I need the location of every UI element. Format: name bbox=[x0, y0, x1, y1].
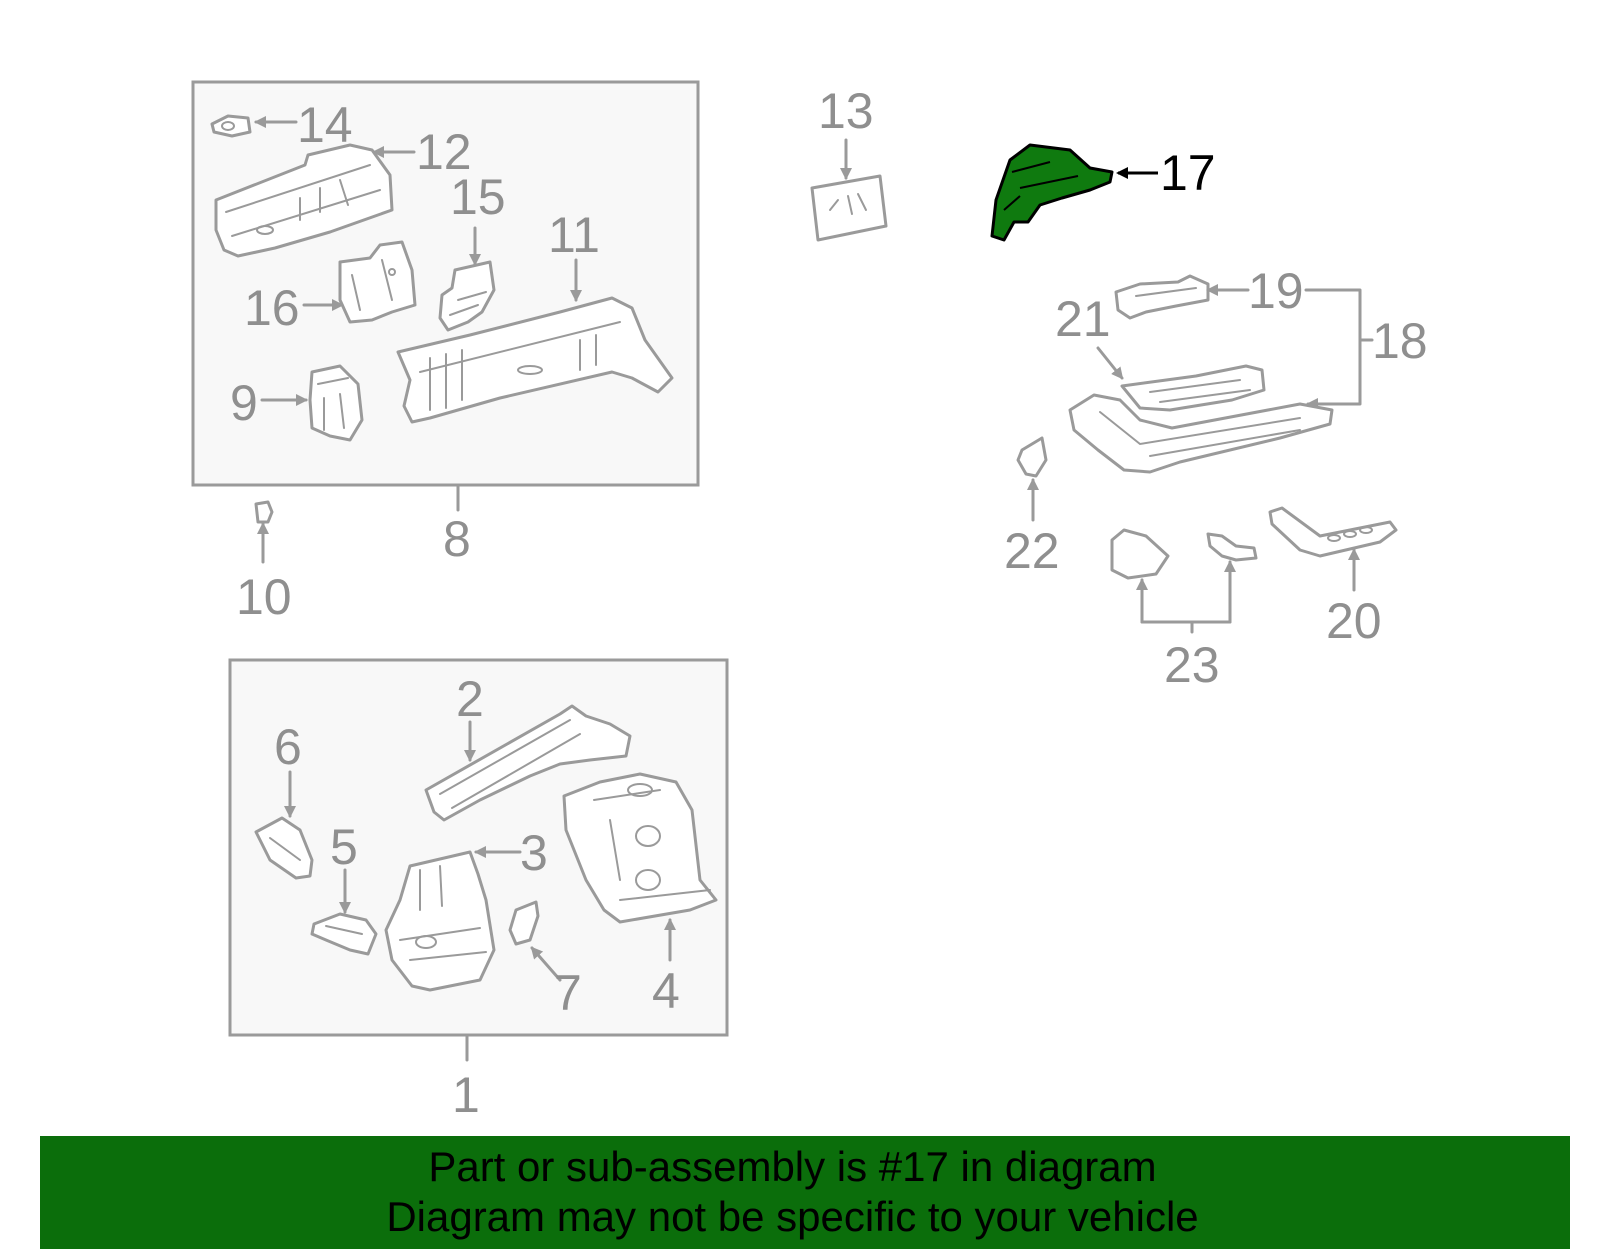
label-2: 2 bbox=[456, 671, 484, 727]
part-5-drawing bbox=[310, 912, 378, 956]
part-6-drawing bbox=[254, 816, 314, 880]
label-1: 1 bbox=[452, 1067, 480, 1123]
part-9-drawing bbox=[308, 364, 364, 442]
label-12: 12 bbox=[416, 124, 472, 180]
part-20-drawing bbox=[1268, 506, 1398, 558]
part-11-drawing bbox=[396, 296, 674, 424]
banner-line-2: Diagram may not be specific to your vehi… bbox=[386, 1193, 1199, 1240]
part-17-highlighted[interactable] bbox=[990, 143, 1114, 242]
part-4-drawing bbox=[562, 772, 718, 924]
label-21: 21 bbox=[1055, 291, 1111, 347]
part-3-drawing bbox=[384, 850, 496, 992]
label-8: 8 bbox=[443, 511, 471, 567]
label-16: 16 bbox=[244, 280, 300, 336]
label-5: 5 bbox=[330, 819, 358, 875]
label-19: 19 bbox=[1248, 263, 1304, 319]
part-22-drawing bbox=[1016, 436, 1048, 478]
part-14-drawing bbox=[210, 114, 252, 138]
part-19-drawing bbox=[1114, 274, 1210, 320]
label-9: 9 bbox=[230, 375, 258, 431]
part-15-drawing bbox=[438, 260, 496, 332]
label-23: 23 bbox=[1164, 637, 1220, 693]
label-4: 4 bbox=[652, 963, 680, 1019]
label-14: 14 bbox=[297, 97, 353, 153]
label-10: 10 bbox=[236, 569, 292, 625]
banner-line-1: Part or sub-assembly is #17 in diagram bbox=[428, 1143, 1157, 1190]
part-12-drawing bbox=[214, 143, 394, 258]
part-10-drawing bbox=[254, 500, 274, 524]
label-18: 18 bbox=[1372, 313, 1428, 369]
label-11: 11 bbox=[548, 207, 600, 263]
label-7: 7 bbox=[554, 965, 582, 1021]
part-7-drawing bbox=[508, 900, 540, 946]
part-18-drawing bbox=[1068, 393, 1334, 474]
label-22: 22 bbox=[1004, 523, 1060, 579]
label-3: 3 bbox=[520, 825, 548, 881]
label-17: 17 bbox=[1160, 145, 1216, 201]
label-13: 13 bbox=[818, 83, 874, 139]
info-banner: Part or sub-assembly is #17 in diagram D… bbox=[40, 1136, 1570, 1249]
part-23-drawing bbox=[1110, 528, 1258, 580]
assembly-box-8 bbox=[191, 80, 700, 487]
part-16-drawing bbox=[338, 240, 417, 324]
part-21-drawing bbox=[1120, 364, 1266, 412]
part-13-drawing bbox=[810, 174, 888, 242]
part-2-drawing bbox=[424, 704, 632, 822]
label-6: 6 bbox=[274, 719, 302, 775]
label-15: 15 bbox=[450, 169, 506, 225]
label-20: 20 bbox=[1326, 593, 1382, 649]
